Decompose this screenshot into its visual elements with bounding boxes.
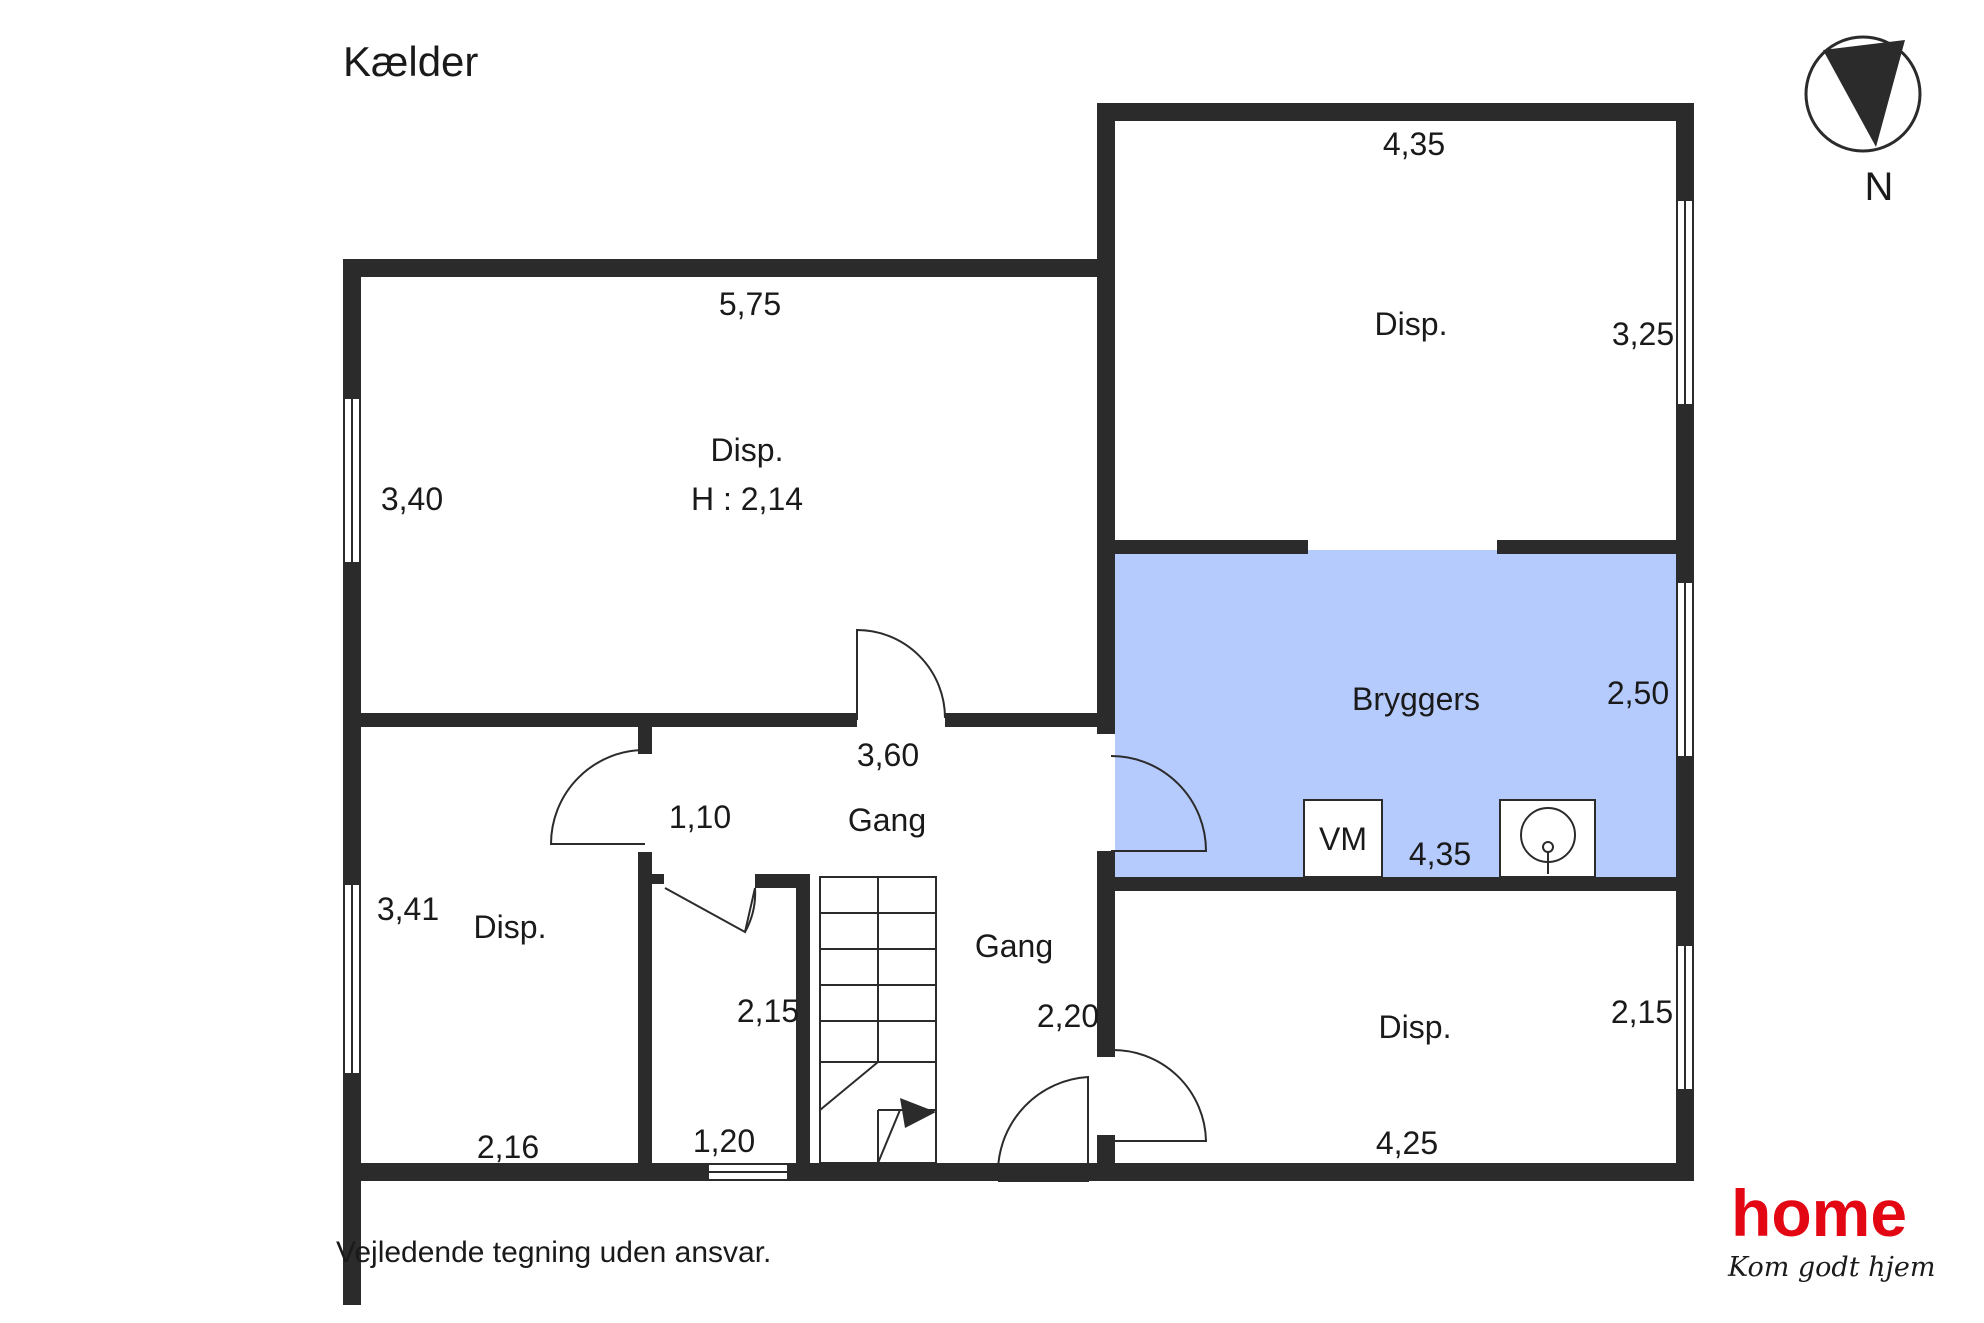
room-label-gang-upper: Gang (848, 802, 926, 838)
dim-gang-small: 1,10 (669, 799, 731, 835)
windows (343, 199, 1694, 1181)
washer (1303, 799, 1383, 878)
sink-drain-icon (1542, 841, 1554, 853)
room-label-disp-large: Disp. (711, 432, 784, 468)
brand-tagline: Kom godt hjem (1727, 1252, 1935, 1283)
dim-bryggers-depth: 2,50 (1607, 675, 1669, 711)
room-label-disp-se: Disp. (1379, 1009, 1452, 1045)
staircase (819, 876, 937, 1164)
compass-label: N (1865, 165, 1894, 209)
brand-logo: home Kom godt hjem (1727, 1176, 1935, 1283)
dim-disp-w-width: 2,16 (477, 1129, 539, 1165)
brand-name: home (1731, 1176, 1907, 1250)
disclaimer: Vejledende tegning uden ansvar. (336, 1236, 771, 1269)
room-label-disp-w: Disp. (474, 909, 547, 945)
dim-disp-ne-width: 4,35 (1383, 126, 1445, 162)
dim-disp-se-depth: 2,15 (1611, 994, 1673, 1030)
washer-label: VM (1319, 821, 1367, 857)
compass-needle-icon (1823, 40, 1905, 147)
dim-gang-depth: 2,20 (1037, 998, 1099, 1034)
doors (549, 628, 1208, 1182)
room-label-bryggers: Bryggers (1352, 681, 1480, 717)
dim-gang-width: 3,60 (857, 737, 919, 773)
compass: N (1804, 35, 1922, 209)
stair-direction-arrow (900, 1098, 936, 1128)
dim-disp-w-depth: 3,41 (377, 891, 439, 927)
fixtures: VM (1303, 799, 1596, 878)
dim-bryggers-width: 4,35 (1409, 836, 1471, 872)
dim-closet-depth: 2,15 (737, 993, 799, 1029)
dim-disp-large-width: 5,75 (719, 286, 781, 322)
compass-ring (1804, 35, 1922, 153)
dim-closet-width: 1,20 (693, 1123, 755, 1159)
plan-title: Kælder (343, 38, 478, 85)
dim-disp-large-depth: 3,40 (381, 481, 443, 517)
room-label-disp-ne: Disp. (1375, 306, 1448, 342)
room-sublabel-height: H : 2,14 (691, 481, 803, 517)
dim-disp-se-width: 4,25 (1376, 1125, 1438, 1161)
dim-disp-ne-depth: 3,25 (1612, 316, 1674, 352)
room-label-gang-lower: Gang (975, 928, 1053, 964)
